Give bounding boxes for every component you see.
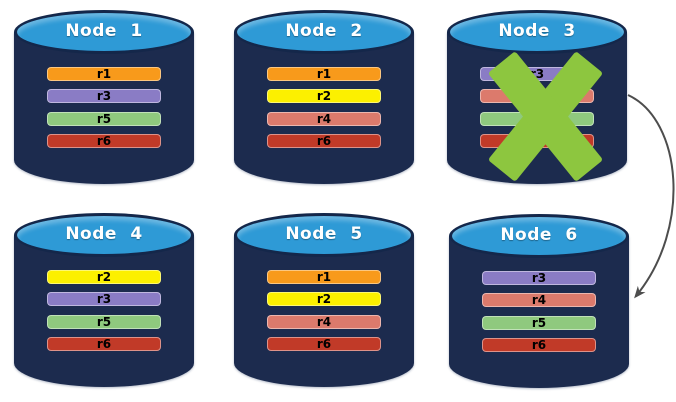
node-title: Node 6 bbox=[500, 225, 578, 245]
replica-bar: r2 bbox=[47, 270, 161, 284]
x-mark-icon bbox=[489, 52, 602, 181]
node-2-cylinder-body bbox=[234, 32, 414, 184]
replica-bar: r1 bbox=[267, 270, 381, 284]
node-title: Node 3 bbox=[498, 21, 576, 41]
node-title: Node 2 bbox=[285, 21, 363, 41]
replica-bar: r4 bbox=[482, 293, 596, 307]
replica-bar: r6 bbox=[267, 337, 381, 351]
node-1-replicas: r1 r3 r5 r6 bbox=[47, 67, 161, 156]
node-6-cylinder-top: Node 6 bbox=[449, 214, 629, 258]
node-6: Node 6 r3 r4 r5 r6 bbox=[449, 214, 629, 388]
replica-bar: r5 bbox=[47, 315, 161, 329]
node-title: Node 4 bbox=[65, 224, 143, 244]
node-5-replicas: r1 r2 r4 r6 bbox=[267, 270, 381, 359]
replica-bar: r5 bbox=[482, 316, 596, 330]
node-5-cylinder-body bbox=[234, 235, 414, 387]
replica-bar: r2 bbox=[267, 292, 381, 306]
node-4-cylinder-body bbox=[14, 235, 194, 387]
replica-bar: r5 bbox=[47, 112, 161, 126]
node-6-replicas: r3 r4 r5 r6 bbox=[482, 271, 596, 360]
node-6-cylinder-body bbox=[449, 236, 629, 388]
replica-bar: r6 bbox=[482, 338, 596, 352]
node-5-cylinder-top: Node 5 bbox=[234, 213, 414, 257]
replica-bar: r2 bbox=[267, 89, 381, 103]
node-1-cylinder-body bbox=[14, 32, 194, 184]
replica-bar: r6 bbox=[47, 337, 161, 351]
node-4: Node 4 r2 r3 r5 r6 bbox=[14, 213, 194, 387]
node-3: Node 3 r3 r4 r5 r6 bbox=[447, 10, 627, 184]
replica-bar: r4 bbox=[267, 112, 381, 126]
node-4-replicas: r2 r3 r5 r6 bbox=[47, 270, 161, 359]
node-3-cylinder-top: Node 3 bbox=[447, 10, 627, 54]
node-2: Node 2 r1 r2 r4 r6 bbox=[234, 10, 414, 184]
node-title: Node 5 bbox=[285, 224, 363, 244]
replica-bar: r1 bbox=[47, 67, 161, 81]
node-1-cylinder-top: Node 1 bbox=[14, 10, 194, 54]
replica-bar: r1 bbox=[267, 67, 381, 81]
replica-bar: r3 bbox=[47, 292, 161, 306]
node-1: Node 1 r1 r3 r5 r6 bbox=[14, 10, 194, 184]
replica-bar: r6 bbox=[47, 134, 161, 148]
replica-bar: r4 bbox=[267, 315, 381, 329]
node-title: Node 1 bbox=[65, 21, 143, 41]
replica-bar: r3 bbox=[47, 89, 161, 103]
node-5: Node 5 r1 r2 r4 r6 bbox=[234, 213, 414, 387]
node-4-cylinder-top: Node 4 bbox=[14, 213, 194, 257]
node-2-replicas: r1 r2 r4 r6 bbox=[267, 67, 381, 156]
replica-bar: r6 bbox=[267, 134, 381, 148]
node-2-cylinder-top: Node 2 bbox=[234, 10, 414, 54]
replica-bar: r3 bbox=[482, 271, 596, 285]
